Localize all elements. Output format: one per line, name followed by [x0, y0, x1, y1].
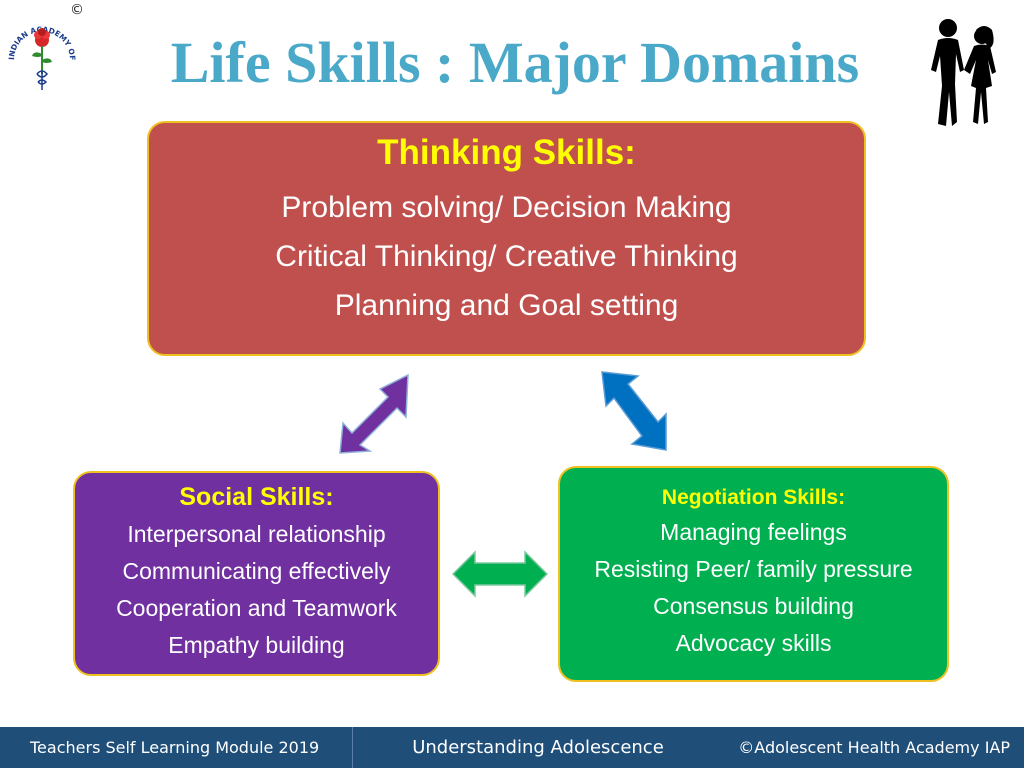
social-skills-box: Social Skills: Interpersonal relationshi… — [73, 471, 440, 676]
footer-bar: Teachers Self Learning Module 2019 Under… — [0, 727, 1024, 768]
social-skills-title: Social Skills: — [179, 483, 334, 511]
footer-divider — [352, 727, 353, 768]
thinking-skill-item: Critical Thinking/ Creative Thinking — [275, 240, 738, 273]
social-skill-item: Interpersonal relationship — [127, 521, 386, 547]
footer-topic-text: Understanding Adolescence — [412, 737, 664, 758]
footer-module-text: Teachers Self Learning Module 2019 — [30, 738, 320, 757]
page-title: Life Skills : Major Domains — [170, 30, 860, 95]
purple-double-arrow-icon — [339, 373, 409, 454]
social-skill-item: Empathy building — [168, 632, 345, 658]
blue-double-arrow-icon — [601, 371, 667, 451]
negotiation-skill-item: Advocacy skills — [675, 630, 832, 656]
iap-logo-icon: INDIAN ACADEMY OF PEDIATRICS — [4, 2, 77, 90]
copyright-mark: © — [70, 2, 84, 18]
social-skill-item: Cooperation and Teamwork — [116, 595, 397, 621]
thinking-skills-title: Thinking Skills: — [377, 133, 636, 172]
social-skill-item: Communicating effectively — [122, 558, 391, 584]
negotiation-skill-item: Consensus building — [653, 593, 854, 619]
thinking-skill-item: Planning and Goal setting — [334, 289, 679, 322]
negotiation-skill-item: Managing feelings — [660, 519, 847, 545]
thinking-skill-item: Problem solving/ Decision Making — [281, 191, 732, 224]
negotiation-skills-title: Negotiation Skills: — [661, 486, 846, 509]
negotiation-skills-box: Negotiation Skills: Managing feelings Re… — [558, 466, 949, 682]
silhouette-couple-icon — [931, 19, 996, 126]
footer-copyright-text: ©Adolescent Health Academy IAP — [738, 738, 1010, 757]
green-double-arrow-icon — [451, 550, 549, 598]
thinking-skills-box: Thinking Skills: Problem solving/ Decisi… — [147, 121, 866, 356]
negotiation-skill-item: Resisting Peer/ family pressure — [594, 556, 913, 582]
